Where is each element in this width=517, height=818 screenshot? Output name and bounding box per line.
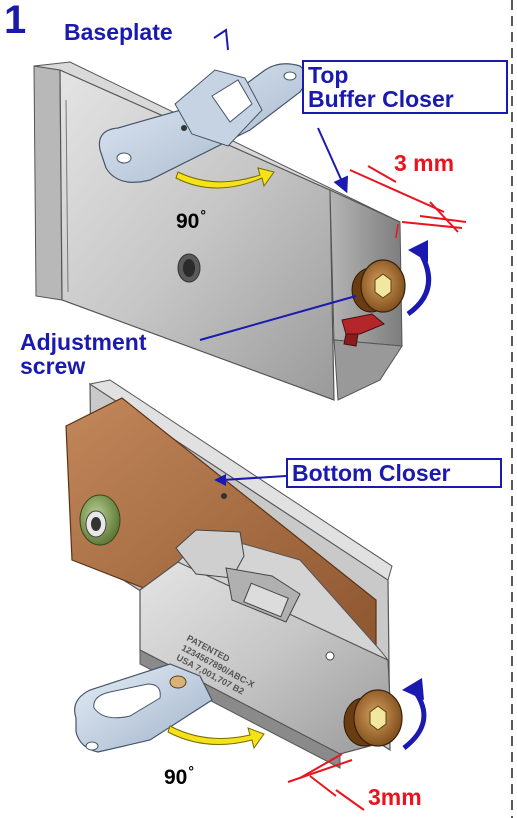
top-buffer-closer-label: Top Buffer Closer bbox=[302, 60, 508, 115]
top-buffer-closer-label-line1: Top bbox=[308, 62, 349, 88]
adjustment-screw-label-line2: screw bbox=[20, 353, 86, 380]
top-rotation-label: 90° bbox=[176, 208, 206, 232]
baseplate-label: Baseplate bbox=[64, 19, 173, 45]
bottom-closer-drawing: PATENTED 1234567890/ABC-X USA 7,001,707 … bbox=[65, 379, 427, 811]
top-gap-dimension-label: 3 mm bbox=[394, 150, 455, 176]
bottom-closer-label: Bottom Closer bbox=[286, 458, 502, 489]
degree-symbol-icon: ° bbox=[188, 763, 194, 779]
bottom-gap-dimension-label: 3mm bbox=[368, 784, 422, 810]
adjustment-screw-label-line1: Adjustment bbox=[20, 329, 147, 355]
top-buffer-closer-label-line2: Buffer Closer bbox=[308, 86, 454, 113]
baseplate-leader bbox=[213, 28, 229, 51]
top-buffer-closer-drawing bbox=[33, 28, 467, 401]
adjustment-leader bbox=[199, 295, 357, 341]
bottom-closer-leader bbox=[221, 475, 287, 481]
bottom-rotation-label: 90° bbox=[164, 764, 194, 788]
top-rotation-value: 90 bbox=[176, 210, 200, 233]
adjustment-screw-label: Adjustment screw bbox=[20, 330, 147, 378]
degree-symbol-icon: ° bbox=[200, 207, 206, 223]
step-number: 1 bbox=[4, 0, 27, 42]
top-closer-leader bbox=[317, 127, 349, 194]
bottom-rotation-value: 90 bbox=[164, 766, 188, 789]
